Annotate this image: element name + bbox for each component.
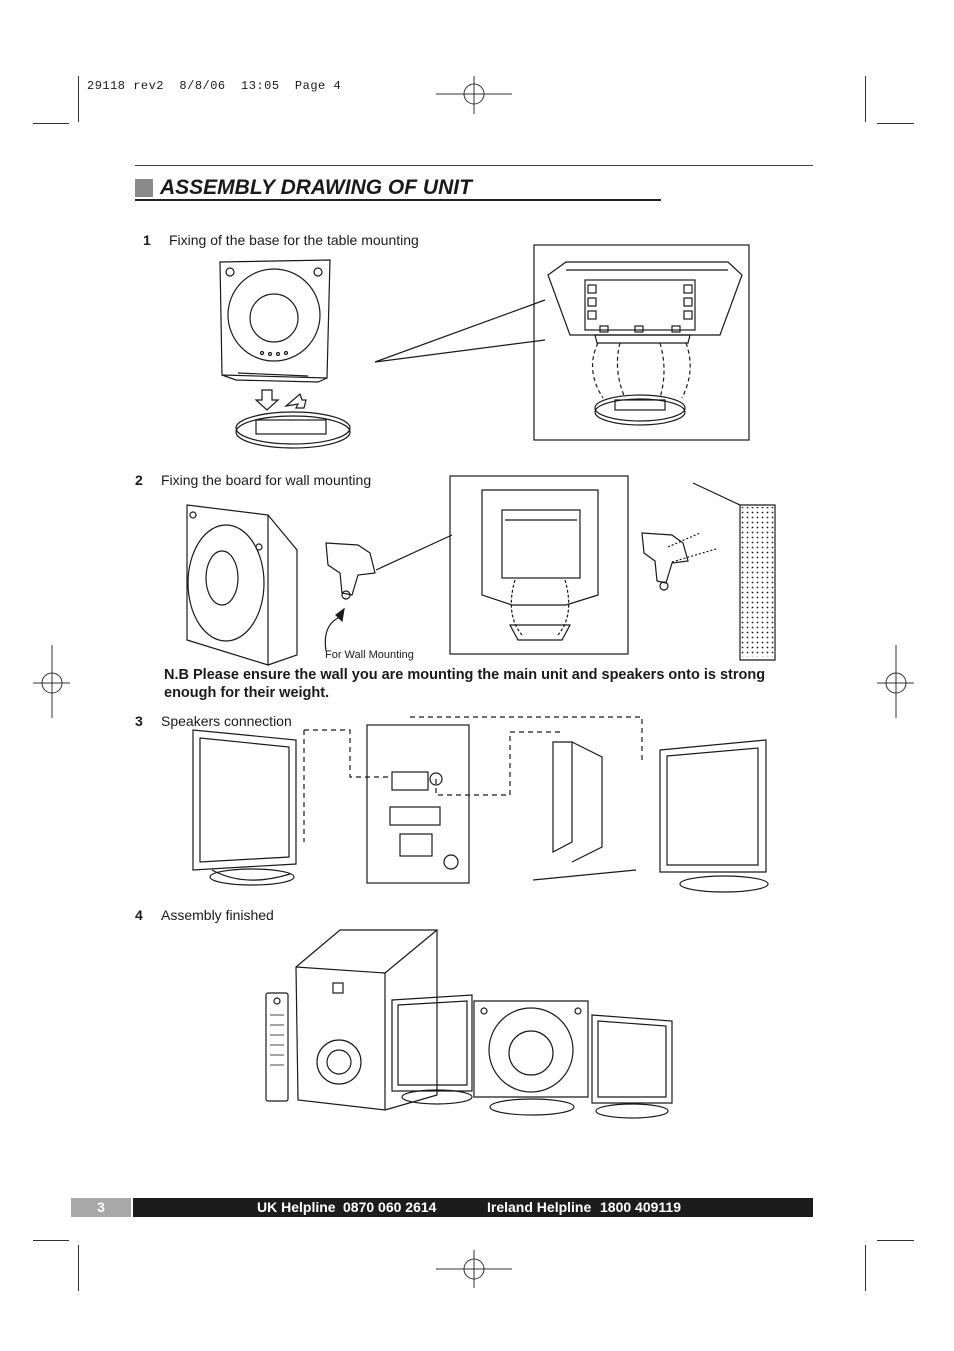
step-4-label: Assembly finished [161,907,274,923]
uk-helpline-number: 0870 060 2614 [343,1199,437,1215]
helpline-bar: UK Helpline 0870 060 2614 Ireland Helpli… [133,1198,813,1217]
step-1-number: 1 [143,232,151,248]
step-2-number: 2 [135,472,143,488]
page-title: ASSEMBLY DRAWING OF UNIT [160,176,472,199]
title-square-icon [135,179,153,197]
page-title-block: ASSEMBLY DRAWING OF UNIT [135,176,661,201]
step-4-number: 4 [135,907,143,923]
step-3-number: 3 [135,713,143,729]
step-2-label: Fixing the board for wall mounting [161,472,372,488]
uk-helpline-label: UK Helpline [257,1199,336,1215]
ireland-helpline-number: 1800 409119 [600,1199,681,1215]
step-2-illustration [186,475,776,666]
step-3-label: Speakers connection [161,713,292,729]
step-3-illustration [192,716,769,893]
step-1-illustration [219,244,750,449]
ireland-helpline-label: Ireland Helpline [487,1199,592,1215]
safety-note: N.B Please ensure the wall you are mount… [164,667,766,701]
print-slug: 29118 rev2 8/8/06 13:05 Page 4 [87,79,342,93]
page-number: 3 [71,1198,131,1217]
step-1-label: Fixing of the base for the table mountin… [169,232,419,248]
wall-mount-label: For Wall Mounting [325,649,414,661]
header-rule [135,165,813,166]
step-4-illustration [265,929,673,1119]
